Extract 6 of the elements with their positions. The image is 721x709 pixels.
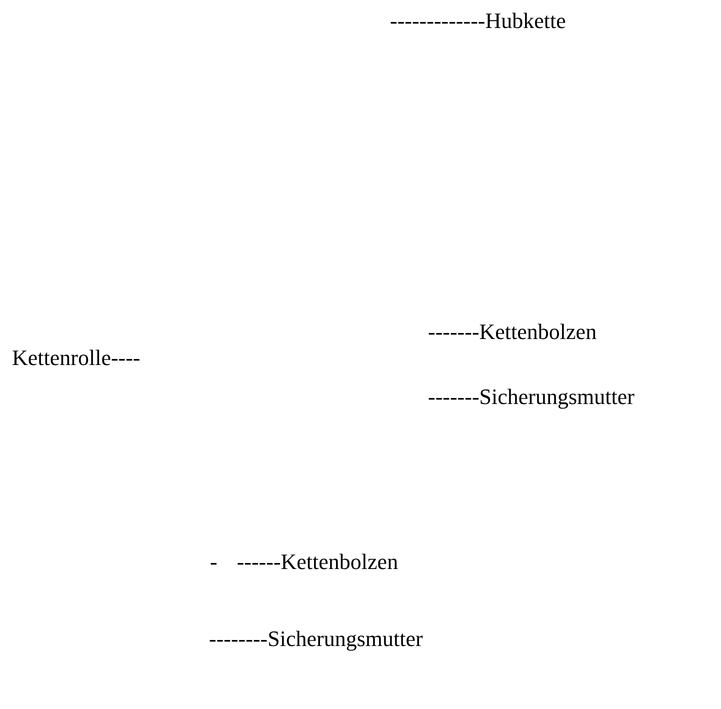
part-label: Kettenrolle---- <box>12 345 140 371</box>
part-label: -------Sicherungsmutter <box>428 384 634 410</box>
part-label: --------Sicherungsmutter <box>209 626 423 652</box>
part-label: -------------Hubkette <box>390 8 566 34</box>
part-label: - ------Kettenbolzen <box>210 549 398 575</box>
part-label: -------Kettenbolzen <box>428 319 597 345</box>
